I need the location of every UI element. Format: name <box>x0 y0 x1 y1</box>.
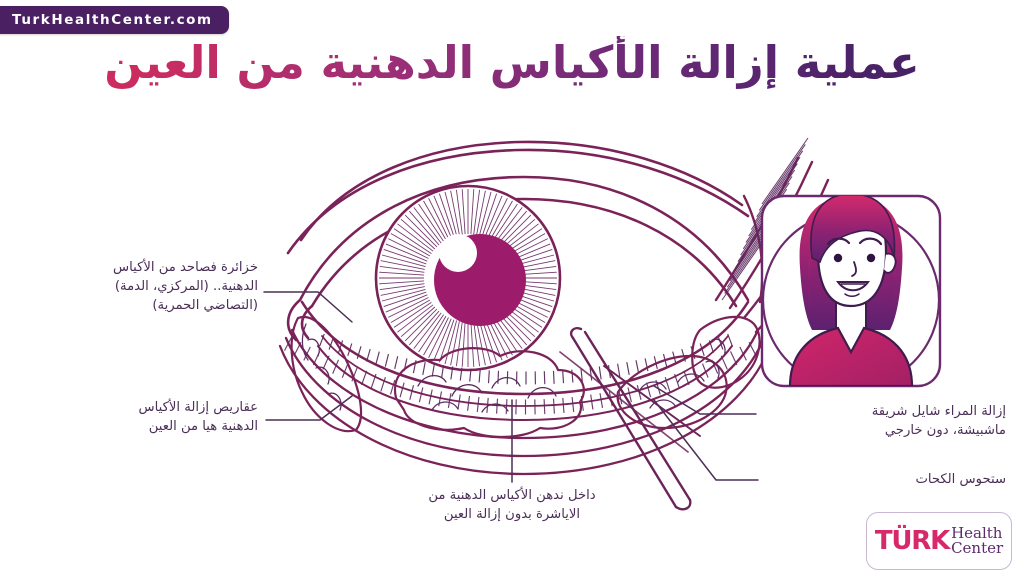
leader-sebaceous <box>263 291 353 323</box>
fat-pad-right-detail <box>639 338 726 409</box>
logo-turk-text: TÜRK <box>874 526 950 556</box>
fat-pad-central <box>393 347 585 439</box>
outer-canthus-hatch <box>721 137 809 301</box>
label-line: الدهنية.. (المركزي، الدمة) <box>114 279 258 295</box>
watermark-badge: TurkHealthCenter.com <box>0 6 229 34</box>
label-stitches: ستحوس الكحات <box>778 470 1006 489</box>
pupil <box>434 234 526 326</box>
label-line: ماشبيشة، دون خارجي <box>884 423 1006 439</box>
lower-lid-anatomy <box>278 328 772 476</box>
fat-pad-left <box>290 315 363 433</box>
label-line: الدهنية هيا من العين <box>148 419 258 435</box>
logo-center-text: Center <box>951 539 1004 557</box>
label-removal-drugs: عقاريص إزالة الأكياس الدهنية هيا من العي… <box>62 398 258 436</box>
avatar-group <box>760 194 942 388</box>
page-title: عملية إزالة الأكياس الدهنية من العين <box>0 36 1024 89</box>
iris-striations <box>379 189 557 367</box>
pupil-highlight <box>439 234 477 272</box>
label-sebaceous-cysts: خزائرة فصاحد من الأكياس الدهنية.. (المرك… <box>62 258 258 315</box>
eye-iris <box>374 184 562 372</box>
leader-removal <box>653 385 757 415</box>
watermark-text: TurkHealthCenter.com <box>12 12 213 28</box>
logo-health-text: Health <box>951 523 1003 542</box>
label-line: الاياشرة بدون إزالة العين <box>443 507 581 523</box>
label-removal-method: إزالة المراء شايل شريقة ماشبيشة، دون خار… <box>778 402 1006 440</box>
avatar-shirt <box>788 326 914 386</box>
outer-canthus-lines <box>714 156 842 334</box>
label-line: عقاريص إزالة الأكياس <box>138 400 258 415</box>
avatar-frame <box>760 194 942 388</box>
fat-pad-right <box>616 315 761 430</box>
label-line: إزالة المراء شايل شريقة <box>871 404 1006 419</box>
avatar-face <box>816 202 888 308</box>
avatar-hair-back <box>799 196 903 330</box>
label-line: (التصاضي الحمرية) <box>152 298 258 314</box>
label-line: داخل ندهن الأكياس الدهنية من <box>428 488 596 503</box>
fat-pad-left-detail <box>301 323 342 411</box>
label-inside-fat: داخل ندهن الأكياس الدهنية من الاياشرة بد… <box>392 486 632 524</box>
eye-outer-contours <box>286 140 750 396</box>
leader-drugs <box>265 395 353 421</box>
leader-lines <box>263 291 759 483</box>
logo-health-center: Health Center <box>951 523 1004 557</box>
leader-stitches <box>653 399 759 481</box>
tarsal-hatching <box>319 333 733 385</box>
fat-pad-central-detail <box>417 375 557 413</box>
label-line: خزائرة فصاحد من الأكياس <box>112 260 258 275</box>
skin-hatching <box>283 337 767 415</box>
brand-logo: TÜRK Health Center <box>866 512 1012 570</box>
avatar-hair-front <box>810 196 896 264</box>
label-line: ستحوس الكحات <box>915 472 1006 487</box>
surgical-instrument <box>559 327 701 511</box>
